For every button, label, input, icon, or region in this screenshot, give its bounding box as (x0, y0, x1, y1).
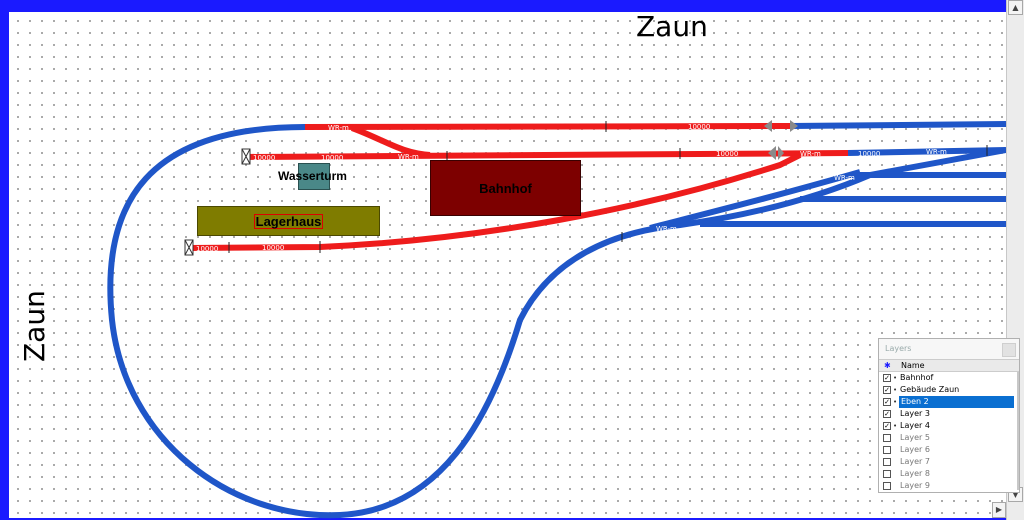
track-label-wr-1: WR-m (328, 124, 349, 132)
water-tower-building[interactable] (298, 163, 330, 190)
track-label-wr-3: WR-m (800, 150, 821, 158)
layer-checkbox[interactable] (883, 446, 891, 454)
layer-checkbox[interactable]: ✓ (883, 398, 891, 406)
layer-name: Layer 8 (900, 469, 930, 478)
layer-name: Gebäude Zaun (900, 385, 960, 394)
track-label-wr-5: WR-m (834, 174, 855, 182)
blue-yard-track-1[interactable] (789, 121, 1006, 129)
active-dot-icon: • (893, 422, 898, 430)
layer-checkbox[interactable] (883, 458, 891, 466)
track-label-len-1: 10000 (688, 123, 710, 131)
layer-name: Layer 6 (900, 445, 930, 454)
layers-panel-close-button[interactable] (1002, 343, 1016, 357)
layer-row[interactable]: ✓ Layer 3 (879, 408, 1017, 420)
layer-checkbox[interactable]: ✓ (883, 410, 891, 418)
track-label-len-7: 10000 (262, 244, 284, 252)
layers-panel[interactable]: Layers ✱ Name ✓ • Bahnhof ✓ • Gebäude Za… (878, 338, 1020, 493)
layer-row[interactable]: Layer 5 (879, 432, 1017, 444)
layers-list: ✓ • Bahnhof ✓ • Gebäude Zaun ✓ • Eben 2 … (879, 372, 1019, 490)
track-joints (228, 121, 988, 253)
layer-name: Layer 3 (900, 409, 930, 418)
track-label-len-3: 10000 (321, 154, 343, 162)
track-label-wr-6: WR-m (656, 225, 677, 233)
blue-branch-track[interactable] (649, 169, 861, 231)
fence-label-top: Zaun (636, 10, 708, 43)
layer-row[interactable]: ✓ • Layer 4 (879, 420, 1017, 432)
scroll-right-button[interactable]: ▶ (992, 502, 1006, 518)
layer-checkbox[interactable] (883, 434, 891, 442)
asterisk-icon: ✱ (884, 361, 891, 370)
layer-name: Layer 9 (900, 481, 930, 490)
layer-name: Layer 5 (900, 433, 930, 442)
arrow-up-icon: ▲ (1012, 3, 1019, 12)
water-tower-label: Wasserturm (278, 169, 347, 183)
layer-checkbox[interactable] (883, 482, 891, 490)
layer-name: Layer 4 (900, 421, 930, 430)
layer-row[interactable]: Layer 8 (879, 468, 1017, 480)
track-label-len-4: 10000 (716, 150, 738, 158)
layer-row[interactable]: Layer 9 (879, 480, 1017, 492)
red-main-track-top[interactable] (304, 123, 791, 130)
layer-row[interactable]: ✓ • Bahnhof (879, 372, 1017, 384)
arrow-down-icon: ▼ (1012, 490, 1019, 499)
layers-panel-title: Layers (879, 339, 1019, 359)
arrow-right-icon: ▶ (995, 505, 1003, 514)
track-label-len-2: 10000 (253, 154, 275, 162)
layer-checkbox[interactable]: ✓ (883, 374, 891, 382)
buffer-stop-lower[interactable] (184, 239, 194, 256)
layers-column-header[interactable]: ✱ Name (879, 359, 1019, 372)
warehouse-label: Lagerhaus (253, 213, 324, 229)
active-dot-icon: • (893, 398, 898, 406)
active-dot-icon: • (893, 386, 898, 394)
layout-canvas[interactable] (9, 12, 1006, 518)
layer-row[interactable]: ✓ • Gebäude Zaun (879, 384, 1017, 396)
layer-name: Eben 2 (899, 396, 1014, 408)
red-station-track[interactable] (244, 150, 849, 160)
track-connector-mid[interactable] (768, 146, 784, 160)
layer-checkbox[interactable] (883, 470, 891, 478)
layer-checkbox[interactable]: ✓ (883, 386, 891, 394)
warehouse-building[interactable]: Lagerhaus (197, 206, 380, 236)
column-header-name: Name (901, 361, 925, 370)
blue-yard-track-2[interactable] (847, 147, 1006, 156)
red-warehouse-track[interactable] (189, 152, 802, 251)
track-label-wr-4: WR-m (926, 148, 947, 156)
station-building[interactable]: Bahnhof (430, 160, 581, 216)
fence-label-left: Zaun (18, 290, 51, 362)
track-label-len-6: 10000 (196, 245, 218, 253)
active-dot-icon: • (893, 374, 898, 382)
layer-row[interactable]: Layer 7 (879, 456, 1017, 468)
red-switch-curve[interactable] (350, 125, 431, 158)
track-label-len-5: 10000 (858, 150, 880, 158)
blue-loop-track[interactable] (107, 124, 1006, 519)
scroll-up-button[interactable]: ▲ (1008, 0, 1023, 15)
layer-checkbox[interactable]: ✓ (883, 422, 891, 430)
layer-name: Bahnhof (900, 373, 934, 382)
layer-row[interactable]: ✓ • Eben 2 (879, 396, 1017, 408)
layer-row[interactable]: Layer 6 (879, 444, 1017, 456)
track-label-wr-2: WR-m (398, 153, 419, 161)
station-label: Bahnhof (479, 180, 532, 196)
buffer-stop-upper[interactable] (241, 148, 251, 165)
layer-name: Layer 7 (900, 457, 930, 466)
track-connector-top[interactable] (764, 120, 798, 132)
